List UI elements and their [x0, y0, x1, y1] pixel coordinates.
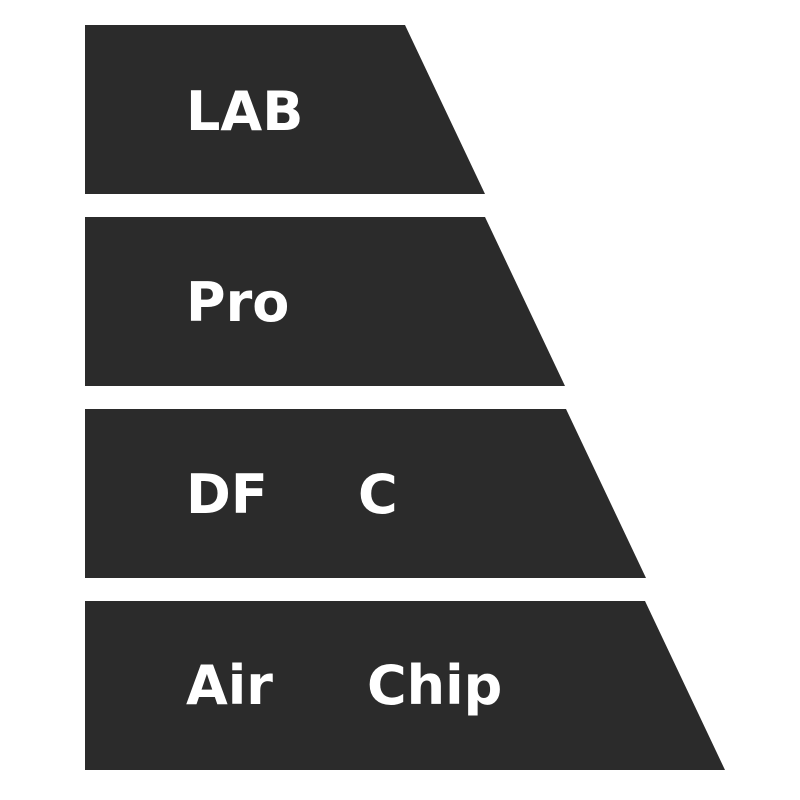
tier-lab-shape — [85, 25, 485, 194]
tier-air-chip: Air Chip — [85, 601, 725, 770]
tier-air-chip-shape — [85, 601, 725, 770]
tier-pro: Pro — [85, 217, 565, 386]
tier-lab-label: LAB — [186, 80, 303, 143]
tier-df-c-shape — [85, 409, 646, 578]
tier-lab: LAB — [85, 25, 485, 194]
tier-df-label: DF — [186, 463, 268, 526]
tier-chip-label: Chip — [367, 654, 502, 717]
tier-pro-label: Pro — [186, 271, 289, 334]
tier-air-label: Air — [186, 654, 273, 717]
tier-df-c: DF C — [85, 409, 646, 578]
tier-pro-shape — [85, 217, 565, 386]
tier-c-label: C — [358, 463, 398, 526]
